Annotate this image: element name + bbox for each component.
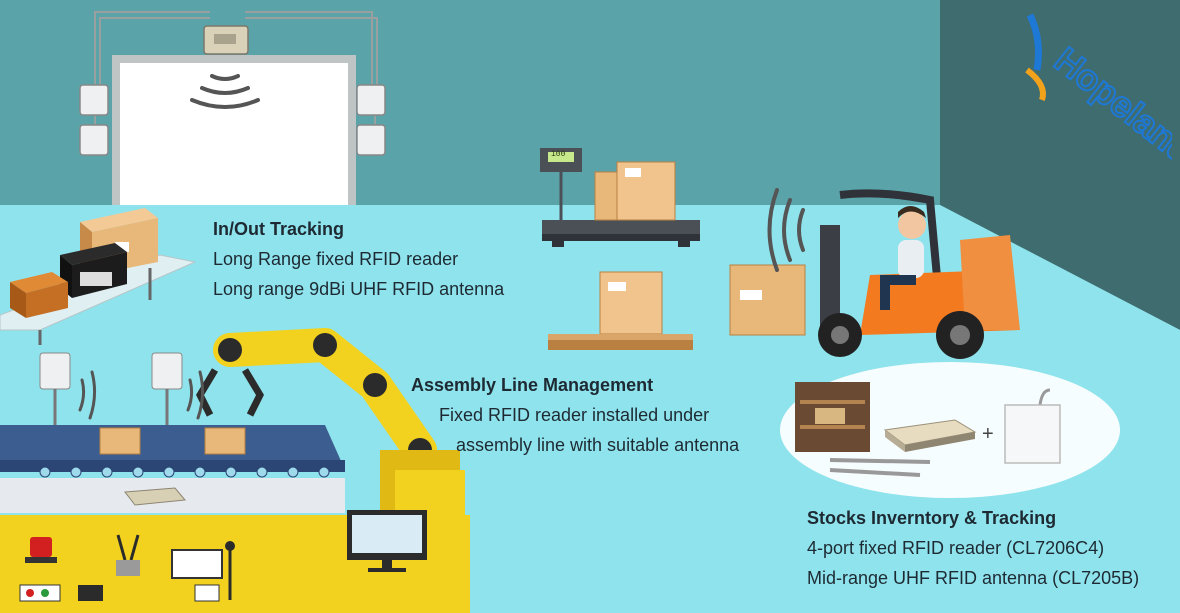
hopeland-logo: Hopeland [1025,13,1172,173]
stocks-line-2: Mid-range UHF RFID antenna (CL7205B) [807,568,1140,588]
panel-antenna-icon [1004,388,1061,464]
scale-icon [540,148,700,247]
gate-reader-icon [203,25,249,55]
scale-boxes [594,161,676,221]
logo-text: Hopeland [1047,39,1172,172]
assembly-line-1: Fixed RFID reader installed under [439,405,710,425]
stocks-title: Stocks Inverntory & Tracking [807,508,1057,528]
assembly-title: Assembly Line Management [411,375,654,395]
assembly-line-block: Assembly Line Management Fixed RFID read… [411,370,739,460]
gate-cables [94,11,378,125]
forklift-icon [729,189,1020,359]
rfid-antenna-icon [79,84,386,156]
rfid-reader-device-icon [883,419,977,452]
stocks-inventory-block: Stocks Inverntory & Tracking 4-port fixe… [807,503,1139,593]
monitor-icon [347,510,427,572]
forklift-waves [767,188,805,272]
assembly-antennas [39,352,205,425]
assembly-line-2: assembly line with suitable antenna [456,435,740,455]
shelf-photo [795,382,931,477]
driver-icon [880,206,926,310]
inout-line-1: Long Range fixed RFID reader [213,249,459,269]
plus-icon: + [982,423,994,445]
signal-waves-icon [190,74,260,109]
black-box [60,243,127,298]
inout-title: In/Out Tracking [213,219,345,239]
orange-box [10,272,68,318]
pallet-icon [548,271,693,350]
scale-display: 100 [551,150,566,159]
doorway [120,63,348,205]
inout-line-2: Long range 9dBi UHF RFID antenna [213,279,505,299]
inout-tracking-block: In/Out Tracking Long Range fixed RFID re… [213,214,504,304]
conveyor-icon [0,425,345,513]
stocks-line-1: 4-port fixed RFID reader (CL7206C4) [807,538,1105,558]
right-wall [940,0,1180,330]
